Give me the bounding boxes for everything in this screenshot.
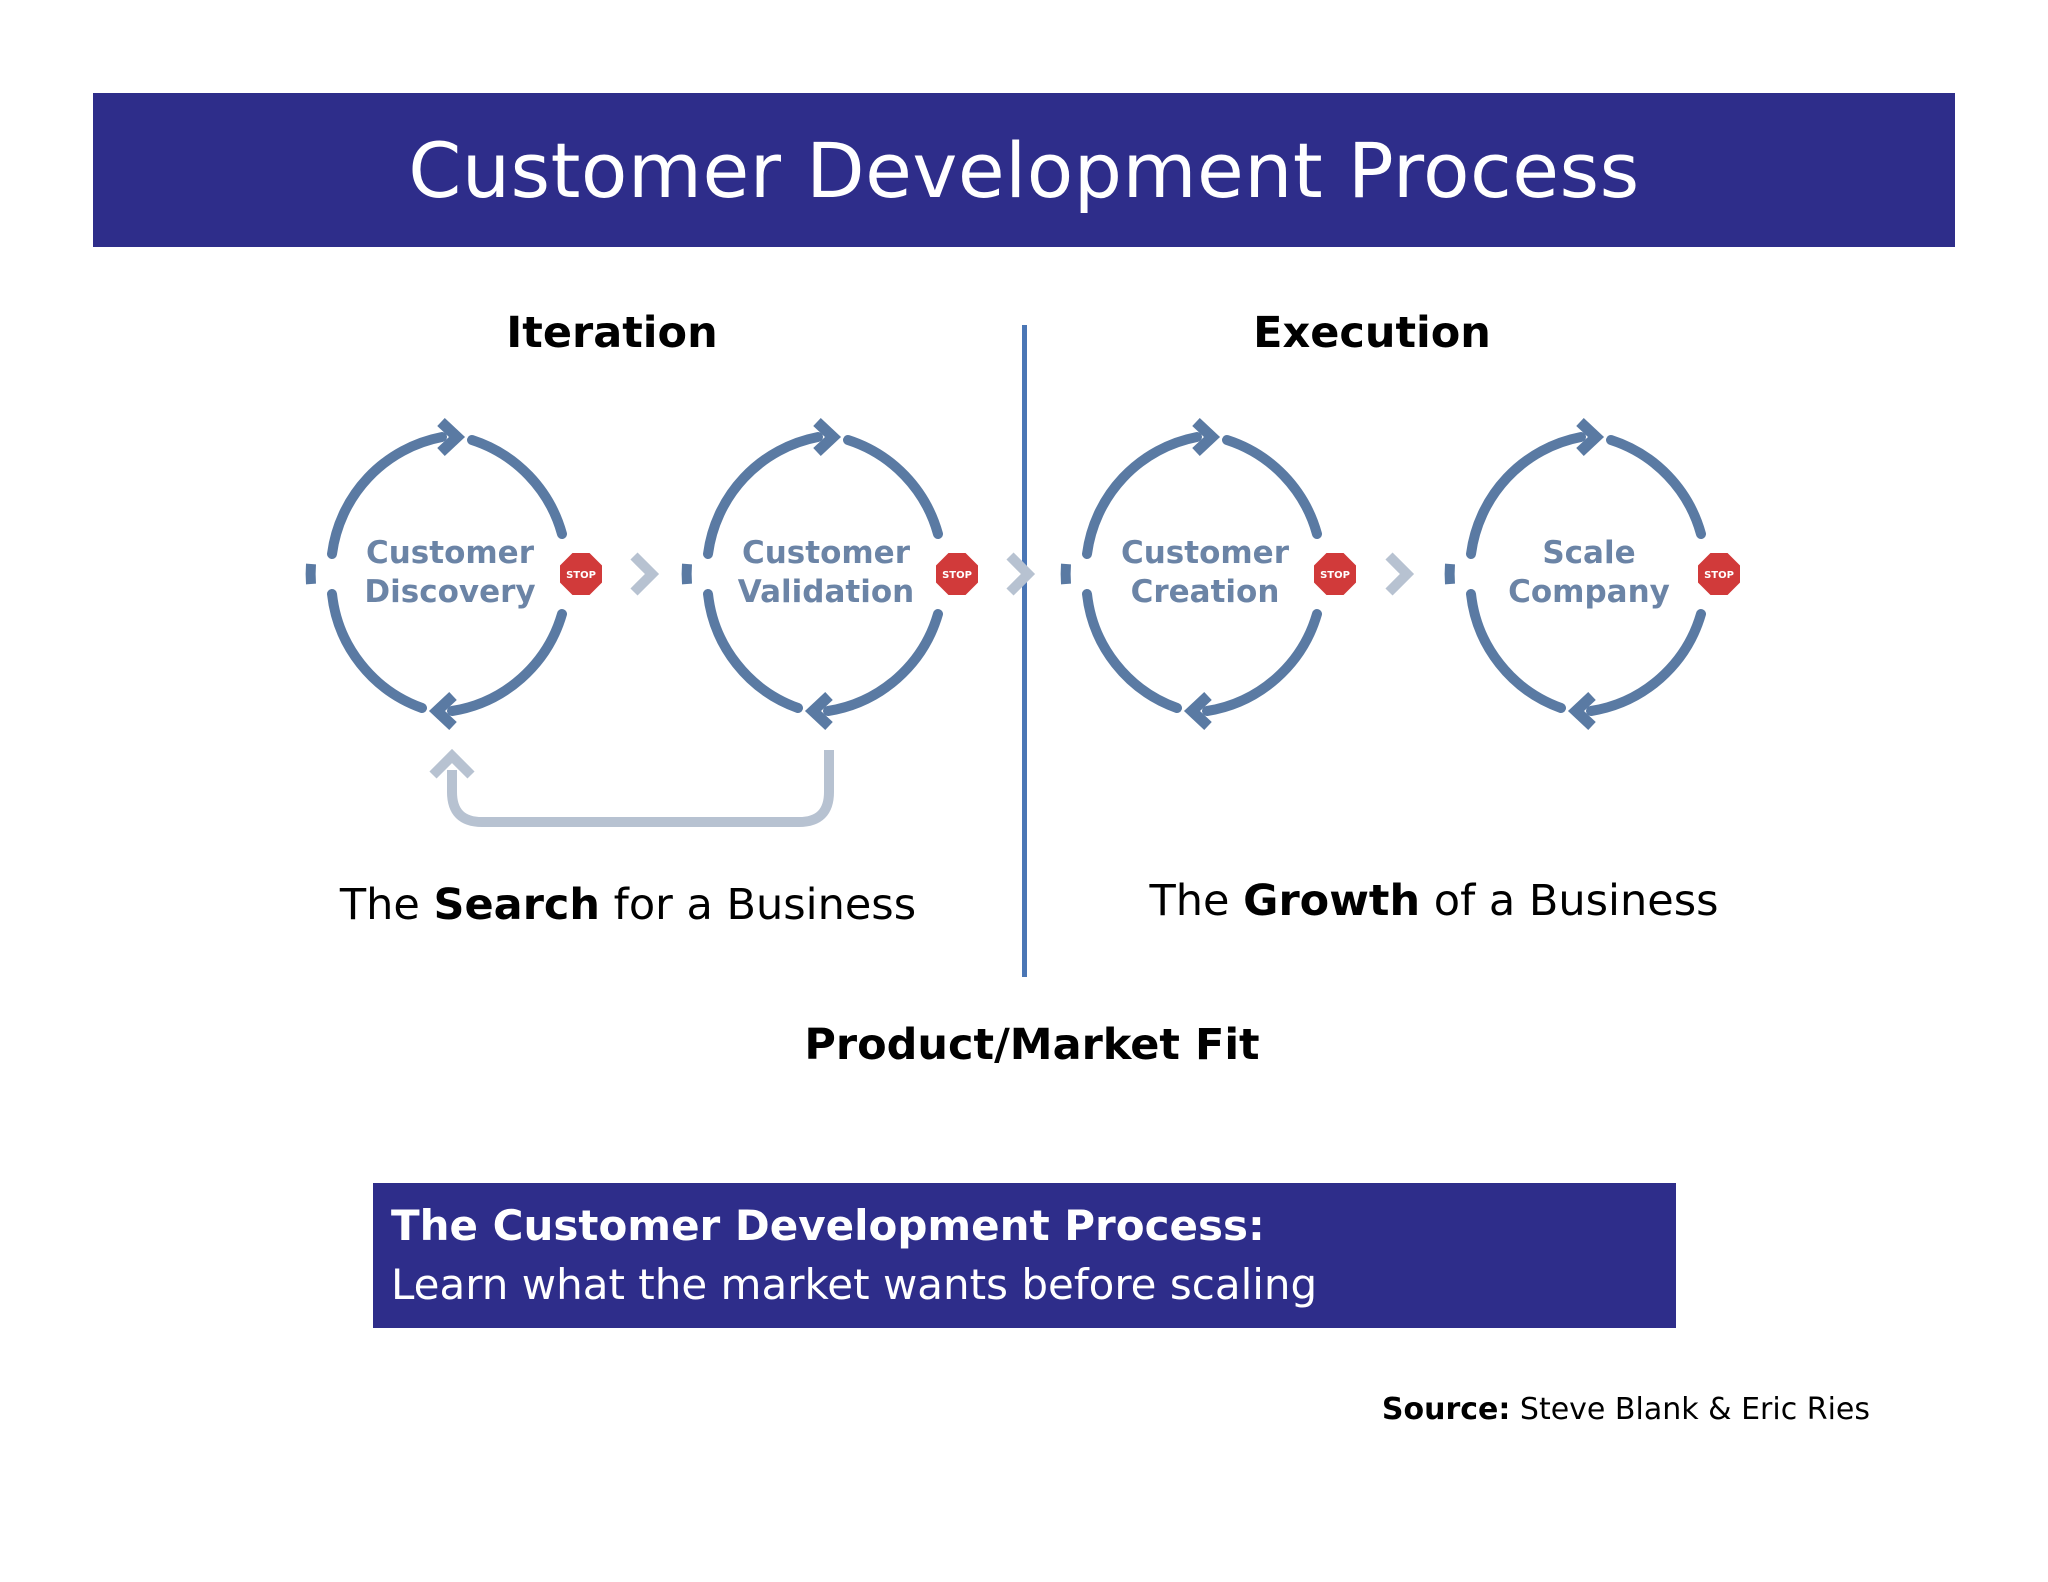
- tagline-suffix: for a Business: [600, 880, 917, 930]
- phase-divider: [1022, 325, 1027, 977]
- source-citation: Source: Steve Blank & Eric Ries: [1382, 1392, 1870, 1427]
- svg-text:STOP: STOP: [1704, 570, 1734, 581]
- summary-box: The Customer Development Process: Learn …: [373, 1183, 1676, 1328]
- cycle-label: Discovery: [364, 574, 535, 610]
- stop-sign-icon: STOP: [1696, 551, 1742, 597]
- svg-text:STOP: STOP: [942, 570, 972, 581]
- cycle-label: Creation: [1131, 574, 1280, 610]
- execution-heading: Execution: [1253, 308, 1491, 358]
- page-title: Customer Development Process: [408, 125, 1640, 215]
- summary-heading: The Customer Development Process:: [391, 1201, 1265, 1250]
- cycle-label: Company: [1508, 574, 1670, 610]
- stop-sign-icon: STOP: [558, 551, 604, 597]
- cycle-label: Customer: [1121, 535, 1290, 571]
- chevron-right-icon: [1385, 552, 1415, 596]
- chevron-up-icon: [429, 748, 475, 779]
- tagline-bold: Search: [433, 880, 601, 930]
- cycle-label: Customer: [742, 535, 911, 571]
- tagline-prefix: The: [1149, 876, 1244, 926]
- cycle-label: Customer: [366, 535, 535, 571]
- svg-text:STOP: STOP: [1320, 570, 1350, 581]
- search-tagline: The Search for a Business: [340, 880, 916, 930]
- product-market-fit-label: Product/Market Fit: [804, 1020, 1260, 1070]
- title-banner: Customer Development Process: [93, 93, 1955, 247]
- chevron-right-icon: [1006, 552, 1036, 596]
- tagline-suffix: of a Business: [1420, 876, 1719, 926]
- svg-text:STOP: STOP: [566, 570, 596, 581]
- stop-sign-icon: STOP: [1312, 551, 1358, 597]
- iteration-heading: Iteration: [506, 308, 718, 358]
- stop-sign-icon: STOP: [934, 551, 980, 597]
- tagline-bold: Growth: [1243, 876, 1421, 926]
- cycle-label: Scale: [1542, 535, 1635, 571]
- source-label: Source:: [1381, 1392, 1511, 1427]
- summary-text: Learn what the market wants before scali…: [391, 1260, 1318, 1309]
- chevron-right-icon: [630, 552, 660, 596]
- growth-tagline: The Growth of a Business: [1149, 876, 1718, 926]
- tagline-prefix: The: [339, 880, 434, 930]
- source-text: Steve Blank & Eric Ries: [1510, 1392, 1870, 1427]
- cycle-label: Validation: [738, 574, 914, 610]
- feedback-loop-arrow: [429, 748, 834, 827]
